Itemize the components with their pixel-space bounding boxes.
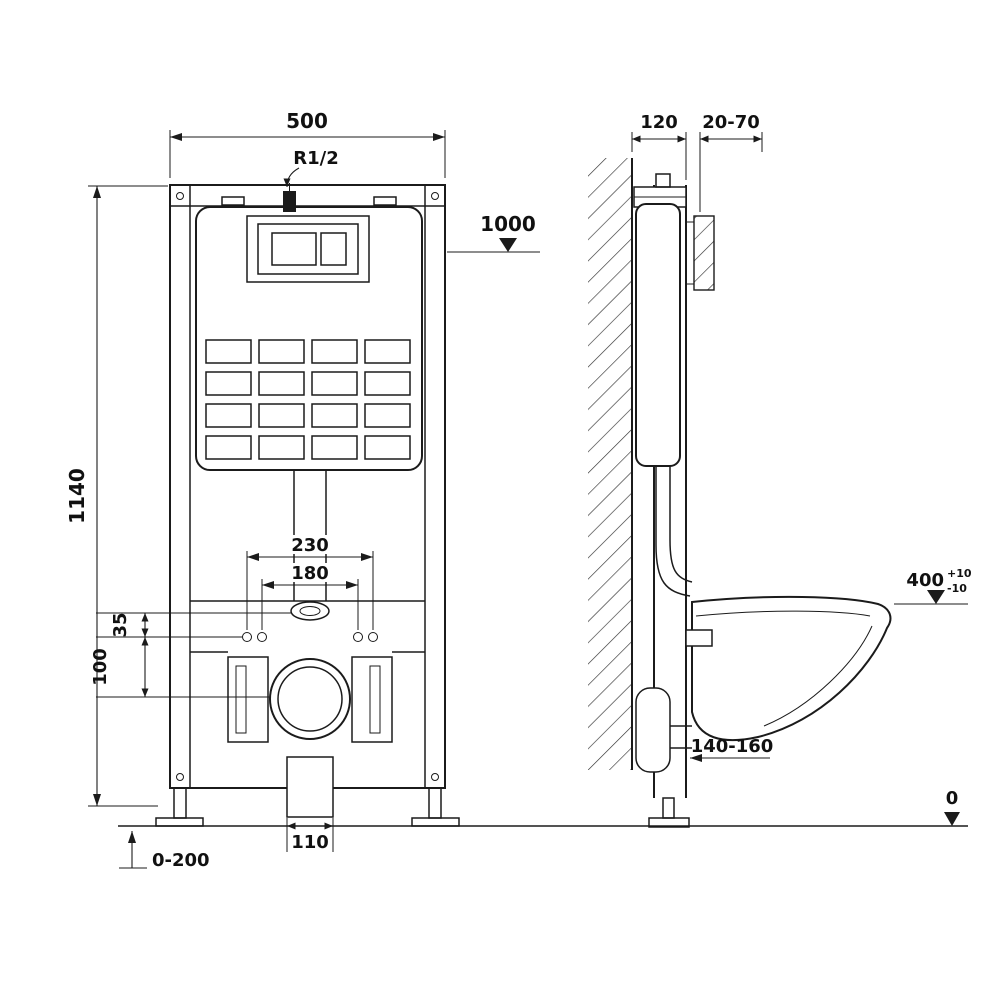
flush-pipe-side	[655, 466, 693, 597]
dim-feet-adjustment-label: 0-200	[152, 850, 210, 871]
wall-section	[588, 158, 633, 770]
toilet-bowl	[685, 595, 892, 742]
cistern-tab-left	[221, 196, 245, 206]
floor-level-label: 0	[946, 788, 959, 809]
dim-wall-clearance-label: 20-70	[702, 112, 760, 133]
dim-offset-large-label: 100	[90, 648, 111, 686]
frame-screw-top-right	[431, 192, 439, 200]
level-marker-1000: 1000	[447, 212, 540, 253]
water-inlet-label: R1/2	[293, 148, 338, 169]
frame-cross-members	[190, 600, 425, 653]
water-inlet-fitting	[283, 183, 296, 212]
front-view: 500 R1/2 1000 1140 230	[65, 109, 540, 871]
frame-screw-bottom-left	[176, 773, 184, 781]
level-1000-label: 1000	[480, 212, 536, 236]
dim-frame-depth: 120	[631, 112, 687, 180]
frame-screw-bottom-right	[431, 773, 439, 781]
dim-frame-width-label: 500	[286, 109, 328, 133]
dim-inner-span: 180	[261, 563, 359, 630]
flush-plate	[246, 215, 370, 283]
inlet-stub-side	[655, 173, 671, 188]
dim-inner-span-label: 180	[291, 563, 329, 584]
bottom-outlet-pipe	[286, 756, 334, 818]
waste-outlet	[227, 656, 393, 743]
waste-elbow-side	[635, 687, 692, 773]
bowl-inlet-stub	[685, 629, 713, 647]
flush-button-small	[320, 232, 347, 266]
dim-outlet-height: 140-160	[690, 736, 774, 762]
level-marker-400: 400 +10 -10	[894, 567, 972, 605]
flush-button-large	[271, 232, 317, 266]
dim-outlet-width-label: 110	[291, 832, 329, 853]
dim-outlet-height-label: 140-160	[691, 736, 774, 757]
dim-outlet-width: 110	[286, 818, 334, 853]
dim-outer-span-label: 230	[291, 535, 329, 556]
dim-offset-small-label: 35	[110, 612, 131, 637]
side-view: 120 20-70 400 +10 -10 140-160 0	[588, 112, 972, 828]
dim-frame-height: 1140	[65, 185, 168, 807]
dim-wall-clearance: 20-70	[699, 112, 763, 212]
dim-bowl-height-label: 400	[906, 570, 944, 591]
dim-outer-span: 230	[246, 535, 374, 630]
dim-bowl-height-tol-plus: +10	[947, 567, 972, 580]
cistern-vent-grid	[205, 339, 411, 460]
level-marker-floor: 0	[944, 788, 960, 826]
dim-feet-adjustment: 0-200	[119, 831, 210, 871]
water-inlet-callout: R1/2	[283, 148, 339, 188]
side-foot	[648, 797, 690, 828]
dim-frame-height-label: 1140	[65, 468, 89, 524]
dim-offsets-left: 35 100	[90, 612, 291, 698]
flush-plate-side	[686, 215, 715, 291]
wall-hatch	[588, 158, 632, 770]
dim-bowl-height-tol-minus: -10	[947, 582, 967, 595]
fixing-bolts	[242, 632, 378, 642]
cistern-tab-right	[373, 196, 397, 206]
dim-frame-width: 500	[169, 109, 446, 178]
cistern-profile	[635, 203, 681, 467]
dim-frame-depth-label: 120	[640, 112, 678, 133]
frame-screw-top-left	[176, 192, 184, 200]
